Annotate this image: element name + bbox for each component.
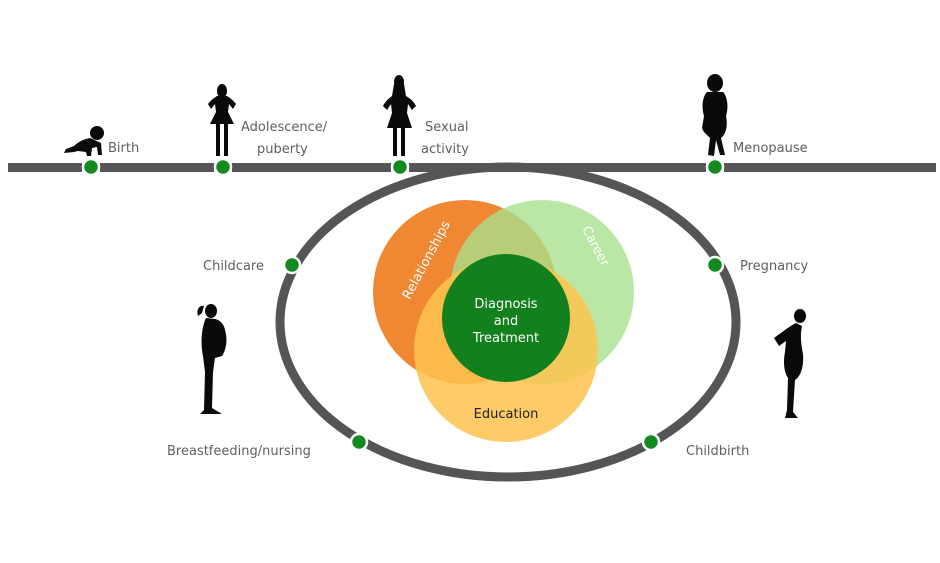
venn-diagram: Relationships Career Education Diagnosis… (373, 200, 634, 442)
stage-label-sexual-activity: Sexual (425, 120, 469, 135)
timeline-bar (8, 163, 936, 172)
cycle-node-childbirth (641, 432, 661, 452)
crawling-baby-icon (64, 126, 104, 156)
timeline-node-adolescence (213, 157, 233, 177)
venn-center-label-line: Treatment (472, 331, 539, 346)
stage-label-birth: Birth (108, 141, 139, 156)
older-woman-silhouette-icon (702, 74, 728, 156)
timeline-segment (8, 163, 82, 172)
pregnant-woman-silhouette-icon (774, 309, 806, 418)
stage-label-menopause: Menopause (733, 141, 808, 156)
stage-label-childbirth: Childbirth (686, 444, 749, 459)
timeline-node-menopause (705, 157, 725, 177)
stage-label-adolescence-2: puberty (257, 142, 308, 157)
timeline-segment (409, 163, 706, 172)
cycle-node-childcare (282, 255, 302, 275)
young-woman-silhouette-icon (383, 75, 416, 156)
venn-circle-center (442, 254, 570, 382)
venn-label-education: Education (474, 407, 539, 422)
stage-label-breastfeeding: Breastfeeding/nursing (167, 444, 311, 459)
timeline-segment (100, 163, 214, 172)
timeline-node-sexual-activity (390, 157, 410, 177)
timeline-nodes (81, 157, 725, 177)
mother-with-baby-silhouette-icon (197, 304, 227, 414)
cycle-nodes (282, 255, 725, 452)
stage-label-sexual-activity-2: activity (421, 142, 469, 157)
venn-center-label-line: and (494, 314, 518, 329)
girl-silhouette-icon (208, 84, 236, 156)
timeline-segment (232, 163, 391, 172)
cycle-node-breastfeeding (349, 432, 369, 452)
stage-label-childcare: Childcare (203, 259, 264, 274)
cycle-node-pregnancy (705, 255, 725, 275)
stage-label-pregnancy: Pregnancy (740, 259, 809, 274)
stage-label-adolescence: Adolescence/ (241, 120, 328, 135)
timeline-node-birth (81, 157, 101, 177)
timeline-segment (724, 163, 936, 172)
venn-center-label-line: Diagnosis (474, 297, 537, 312)
